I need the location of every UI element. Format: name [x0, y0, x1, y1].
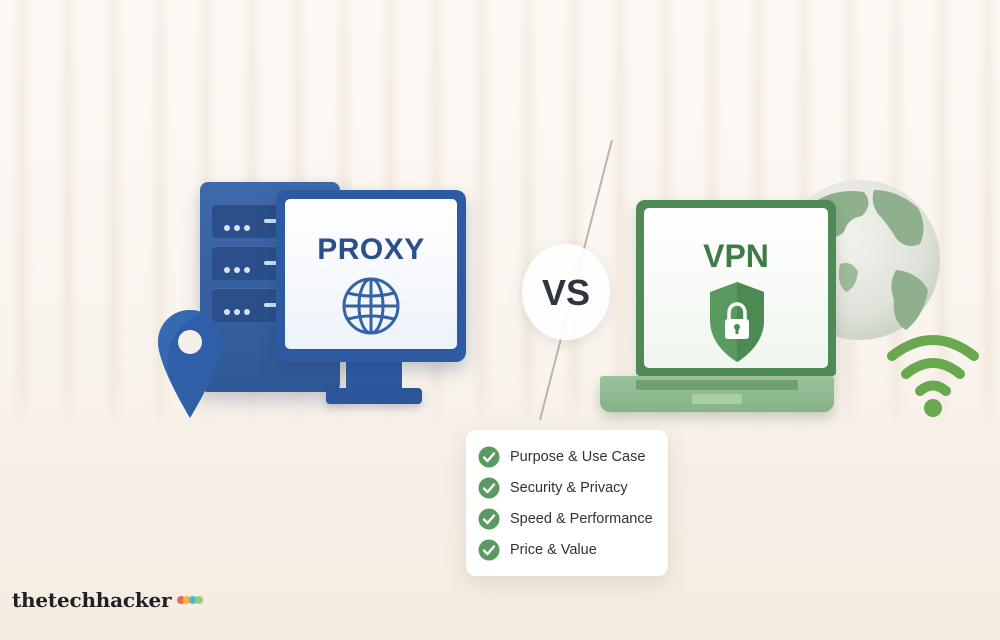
feature-label: Price & Value	[510, 542, 597, 558]
trackpad	[692, 394, 742, 404]
monitor-base	[326, 388, 422, 404]
laptop-icon: VPN	[636, 200, 836, 376]
globe-icon	[342, 277, 400, 335]
feature-item: Price & Value	[478, 539, 664, 563]
proxy-title: PROXY	[317, 233, 425, 266]
check-icon	[478, 477, 500, 499]
brand-dot	[188, 596, 197, 604]
brand-dot	[182, 596, 191, 604]
brand-name: thetechhacker	[12, 588, 172, 612]
feature-item: Speed & Performance	[478, 508, 664, 532]
feature-item: Purpose & Use Case	[478, 446, 664, 470]
vpn-title: VPN	[703, 238, 769, 274]
monitor-icon: PROXY	[276, 190, 466, 362]
check-icon	[478, 508, 500, 530]
brand-dot	[194, 596, 203, 604]
feature-label: Purpose & Use Case	[510, 449, 646, 465]
laptop-base	[600, 376, 834, 412]
monitor-stand	[346, 362, 402, 392]
proxy-screen: PROXY	[285, 199, 457, 349]
brand-dot	[176, 596, 185, 604]
vs-label: VS	[541, 272, 591, 313]
vpn-screen: VPN	[644, 208, 828, 368]
feature-label: Speed & Performance	[510, 511, 653, 527]
brand-logo: thetechhacker	[12, 588, 203, 614]
brand-dots-icon	[176, 591, 203, 609]
keyboard	[636, 380, 798, 390]
vs-badge: VS	[522, 244, 610, 340]
check-icon	[478, 446, 500, 468]
feature-checklist-card: Purpose & Use Case Security & Privacy Sp…	[466, 430, 668, 576]
shield-lock-icon	[710, 282, 764, 362]
feature-item: Security & Privacy	[478, 477, 664, 501]
wifi-icon	[887, 335, 979, 417]
feature-label: Security & Privacy	[510, 480, 628, 496]
check-icon	[478, 539, 500, 561]
location-pin-icon	[158, 310, 222, 418]
